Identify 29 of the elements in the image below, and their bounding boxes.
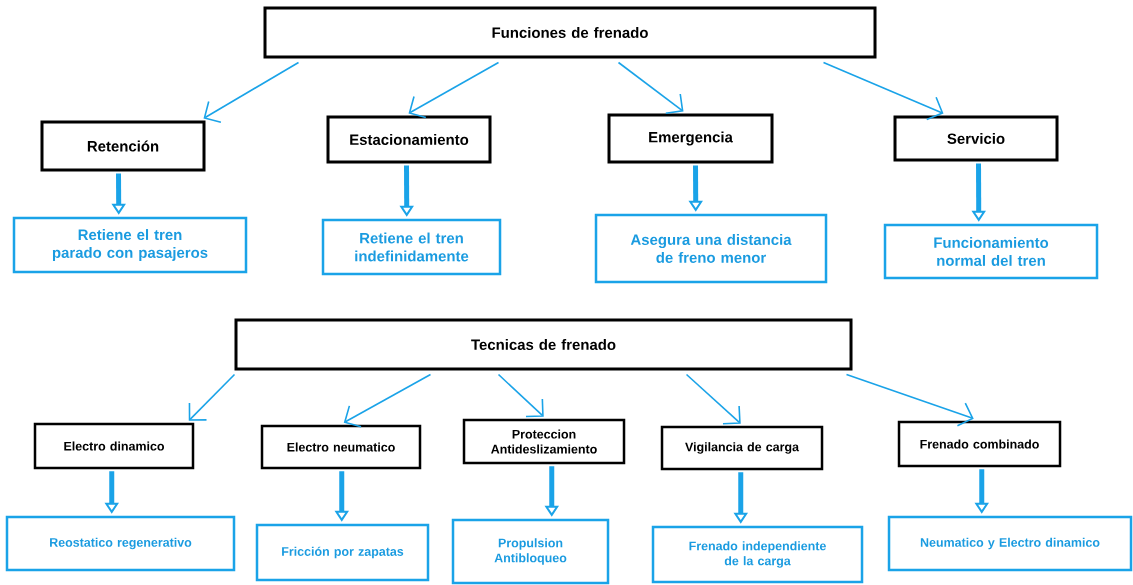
description-box: Fricción por zapatas: [255, 523, 430, 582]
category-box: Emergencia: [607, 113, 774, 164]
category-box: Vigilancia de carga: [660, 425, 824, 471]
arrow: [203, 61, 300, 123]
arrow: [685, 373, 741, 425]
title-box: Funciones de frenado: [263, 6, 877, 59]
arrow: [497, 373, 544, 418]
category-box: Retención: [40, 120, 206, 172]
arrow: [343, 373, 432, 428]
category-box: Electro dinamico: [33, 422, 195, 470]
arrow: [845, 373, 974, 427]
arrow: [617, 61, 684, 114]
description-box: Neumatico y Electro dinamico: [887, 515, 1133, 572]
category-box: Proteccion Antideslizamiento: [462, 418, 626, 465]
category-box: Servicio: [893, 115, 1059, 162]
description-box: Funcionamiento normal del tren: [883, 223, 1099, 280]
arrow: [822, 61, 944, 121]
category-box: Frenado combinado: [897, 420, 1062, 468]
description-box: Asegura una distancia de freno menor: [594, 213, 828, 284]
category-box: Electro neumatico: [260, 424, 422, 470]
arrow: [408, 61, 500, 119]
description-box: Retiene el tren parado con pasajeros: [12, 216, 248, 274]
arrow: [188, 373, 236, 421]
description-box: Reostatico regenerativo: [5, 515, 236, 572]
description-box: Retiene el tren indefinidamente: [321, 218, 502, 276]
category-box: Estacionamiento: [326, 115, 492, 164]
title-box: Tecnicas de frenado: [234, 318, 853, 371]
description-box: Propulsion Antibloqueo: [451, 518, 610, 585]
description-box: Frenado independiente de la carga: [651, 525, 864, 584]
